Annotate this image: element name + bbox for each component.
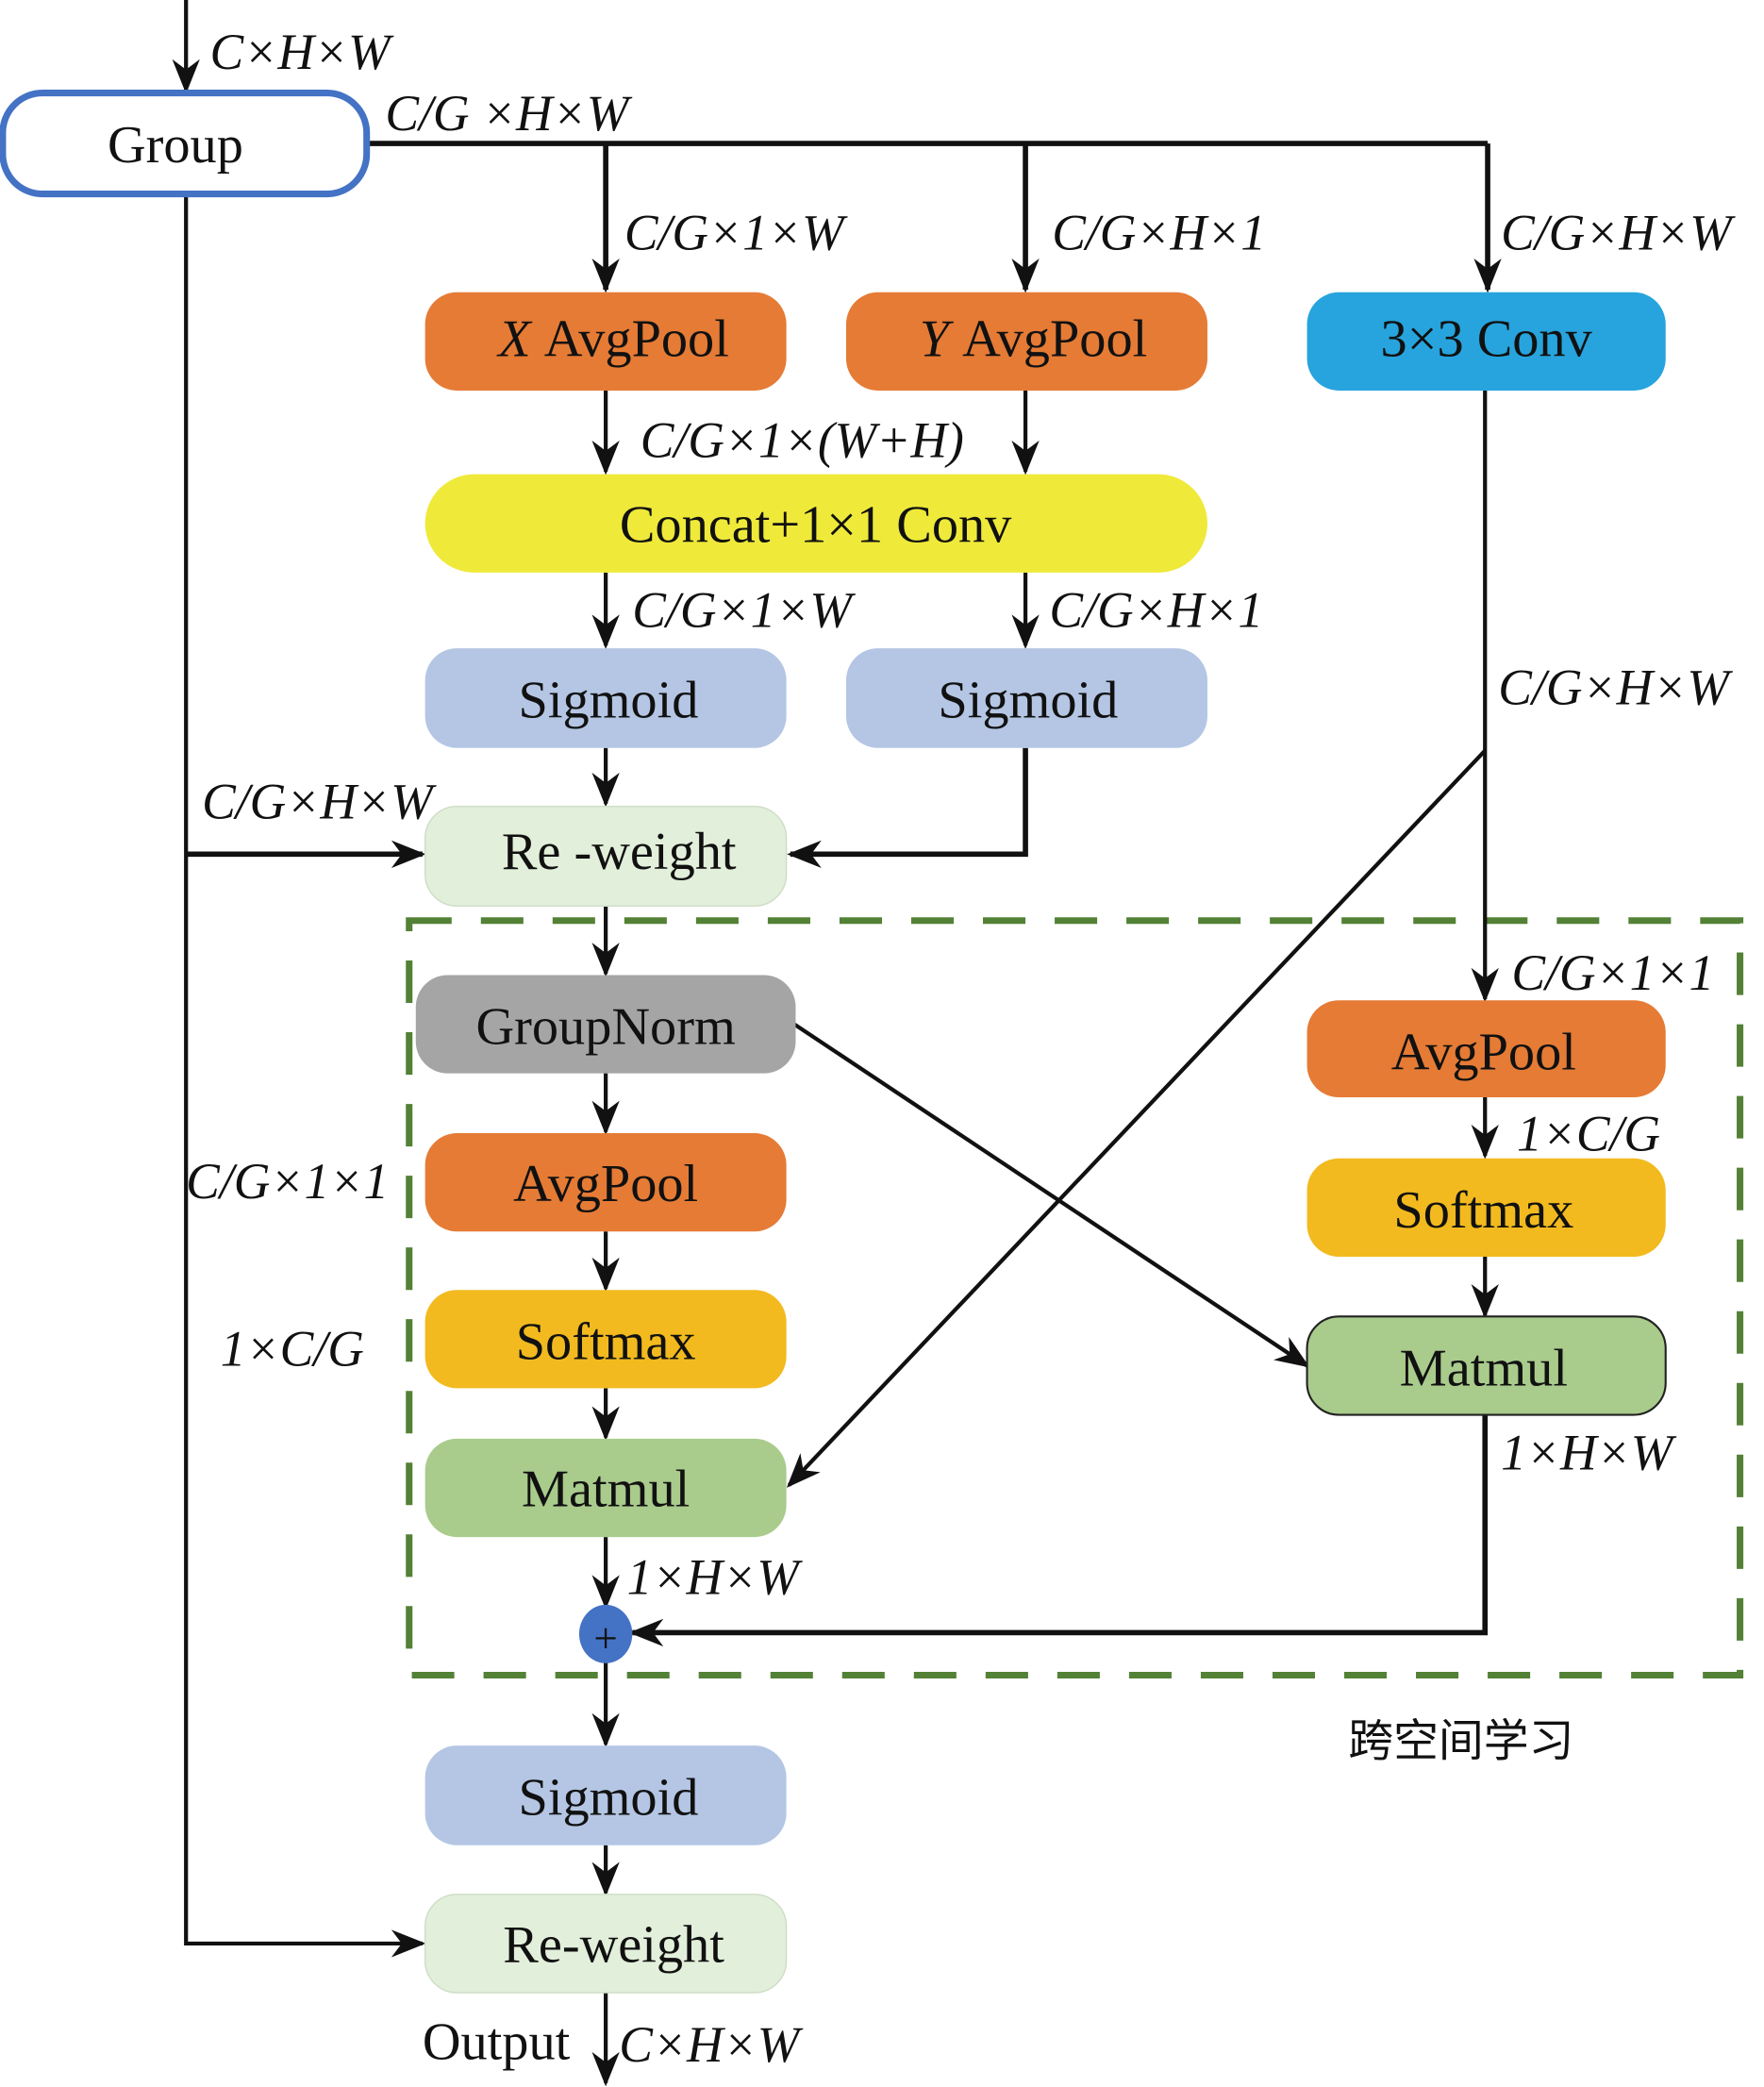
dim-concat-right: C/G×H×1 — [1049, 582, 1263, 639]
dim-pool-concat: C/G×1×(W+H) — [641, 411, 964, 468]
avgpool-left-node: AvgPool — [424, 1133, 787, 1232]
dim-to-xpool: C/G×1×W — [624, 205, 848, 261]
softmax-left-label: Softmax — [516, 1312, 696, 1371]
cross-spatial-region — [406, 917, 1744, 1679]
skip-line — [184, 196, 426, 1958]
group-label: Group — [108, 116, 243, 175]
softmax-right-node: Softmax — [1306, 1158, 1666, 1257]
dim-left-softmax-in: 1×C/G — [221, 1320, 364, 1377]
plus-node: + — [578, 1604, 633, 1663]
dim-to-ypool: C/G×H×1 — [1052, 205, 1266, 261]
arrow-conv-matmul-left — [786, 749, 1487, 1488]
dim-conv-out: C/G×H×W — [1498, 659, 1733, 715]
dim-input: C×H×W — [210, 24, 395, 80]
dim-left-pool-out: C/G×1×1 — [186, 1153, 389, 1210]
y-avgpool-node: Y AvgPool — [845, 292, 1207, 391]
reweight-bottom-label: Re-weight — [503, 1916, 724, 1975]
group-node: Group — [0, 90, 371, 198]
region-label: 跨空间学习 — [1348, 1715, 1573, 1767]
groupnorm-label: GroupNorm — [475, 998, 735, 1057]
dim-to-conv: C/G×H×W — [1501, 205, 1736, 261]
sigmoid-left-label: Sigmoid — [519, 671, 699, 729]
dim-output: C×H×W — [619, 2016, 804, 2073]
arrow-matmul-right-plus — [628, 1414, 1489, 1647]
dim-concat-left: C/G×1×W — [632, 582, 856, 639]
concat-label: Concat+1×1 Conv — [620, 495, 1012, 554]
matmul-right-label: Matmul — [1400, 1340, 1568, 1398]
x-avgpool-node: X AvgPool — [424, 292, 787, 391]
matmul-left-node: Matmul — [424, 1438, 787, 1538]
dim-left-matmul-out: 1×H×W — [627, 1549, 804, 1606]
groupnorm-node: GroupNorm — [415, 975, 796, 1074]
matmul-right-node: Matmul — [1306, 1315, 1667, 1416]
sigmoid-bottom-node: Sigmoid — [424, 1745, 787, 1845]
y-avgpool-label: Y AvgPool — [920, 309, 1147, 368]
plus-icon: + — [593, 1615, 617, 1662]
avgpool-left-label: AvgPool — [513, 1155, 698, 1213]
arrow-sigmoid-right-reweight — [787, 747, 1028, 869]
dim-skip-top: C/G×H×W — [202, 773, 437, 829]
sigmoid-bottom-label: Sigmoid — [519, 1768, 699, 1827]
x-avgpool-label: X AvgPool — [496, 309, 729, 368]
matmul-left-label: Matmul — [522, 1461, 690, 1519]
dim-right-pool-in: C/G×1×1 — [1511, 944, 1714, 1001]
softmax-left-node: Softmax — [424, 1290, 787, 1389]
dim-group-out: C/G ×H×W — [385, 85, 632, 142]
arrow-groupnorm-matmul-right — [792, 1022, 1310, 1368]
reweight-top-node: Re -weight — [424, 805, 788, 907]
sigmoid-right-label: Sigmoid — [938, 671, 1118, 729]
concat-node: Concat+1×1 Conv — [424, 474, 1207, 573]
avgpool-right-label: AvgPool — [1391, 1023, 1576, 1081]
reweight-bottom-node: Re-weight — [424, 1894, 788, 1994]
sigmoid-left-node: Sigmoid — [424, 648, 787, 748]
softmax-right-label: Softmax — [1393, 1181, 1573, 1240]
conv3x3-label: 3×3 Conv — [1381, 309, 1593, 368]
output-label: Output — [423, 2012, 571, 2071]
dim-right-pool-out: 1×C/G — [1517, 1105, 1660, 1161]
reweight-top-label: Re -weight — [502, 823, 737, 881]
sigmoid-right-node: Sigmoid — [845, 648, 1207, 748]
avgpool-right-node: AvgPool — [1306, 1000, 1666, 1098]
conv3x3-node: 3×3 Conv — [1306, 292, 1666, 391]
dim-right-matmul-out: 1×H×W — [1501, 1424, 1677, 1480]
